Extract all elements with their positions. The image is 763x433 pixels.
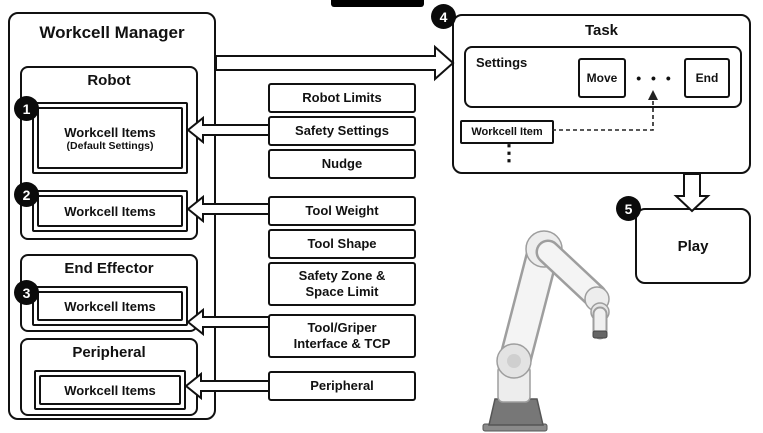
robot-base-plate	[482, 423, 548, 432]
play-panel: Play	[635, 208, 751, 284]
step-badge-5: 5	[616, 196, 641, 221]
peripheral-settings-box: Peripheral	[268, 371, 416, 401]
arrow-task-to-play	[673, 173, 711, 213]
end-effector-section-title: End Effector	[64, 260, 154, 277]
robot-arm-illustration	[482, 230, 610, 432]
robot-lower-link-outline	[498, 235, 560, 377]
robot-wrist-joint	[584, 286, 610, 312]
tool-shape-box: Tool Shape	[268, 229, 416, 259]
settings-label: Settings	[476, 55, 528, 70]
task-ellipsis-dots: • • •	[636, 70, 674, 86]
workcell-manager-title: Workcell Manager	[39, 23, 185, 42]
default-settings-label: (Default Settings)	[66, 139, 154, 152]
step-badge-4: 4	[431, 4, 456, 29]
nudge-box: Nudge	[268, 149, 416, 179]
end-effector-workcell-items-inner: Workcell Items	[37, 291, 183, 321]
safety-settings-box: Safety Settings	[268, 116, 416, 146]
workcell-items-label: Workcell Items	[64, 203, 156, 219]
robot-elbow-joint	[525, 230, 563, 268]
end-effector-section: End Effector 3 Workcell Items	[14, 254, 198, 332]
peripheral-workcell-items-box: Workcell Items	[34, 370, 186, 410]
robot-lower-link	[501, 238, 557, 374]
robot-limits-box: Robot Limits	[268, 83, 416, 113]
more-items-dots: ⋮	[498, 140, 520, 165]
task-panel: Task Settings Move • • • End Workcell It…	[452, 14, 751, 174]
robot-shoulder-joint	[496, 343, 532, 379]
end-block: End	[684, 58, 730, 98]
step-badge-1: 1	[14, 96, 39, 121]
robot-forearm-outline	[535, 239, 608, 309]
workcell-items-label: Workcell Items	[64, 382, 156, 398]
peripheral-section-title: Peripheral	[72, 344, 146, 361]
end-effector-workcell-items-box: Workcell Items	[32, 286, 188, 326]
workcell-items-label: Workcell Items	[64, 298, 156, 314]
robot-workcell-items-box: Workcell Items	[32, 190, 188, 232]
workcell-items-label: Workcell Items	[64, 124, 156, 140]
robot-section-title: Robot	[87, 72, 131, 89]
robot-elbow-cap	[537, 242, 551, 256]
robot-end-effector-tip	[592, 330, 608, 339]
robot-wrist-joint-2	[590, 302, 610, 322]
robot-base-column	[497, 365, 531, 403]
robot-forearm	[538, 242, 605, 306]
robot-shoulder-cap	[507, 354, 521, 368]
arrow-workcell-to-task	[215, 44, 455, 82]
task-title: Task	[584, 22, 619, 39]
tool-weight-box: Tool Weight	[268, 196, 416, 226]
robot-section: Robot 1 Workcell Items (Default Settings…	[14, 66, 198, 240]
robot-default-workcell-items-box: Workcell Items (Default Settings)	[32, 102, 188, 174]
robot-base	[488, 398, 544, 426]
safety-zone-box: Safety Zone & Space Limit	[268, 262, 416, 306]
step-badge-3: 3	[14, 280, 39, 305]
move-block: Move	[578, 58, 626, 98]
workcell-item-chip: Workcell Item	[460, 120, 554, 144]
peripheral-workcell-items-inner: Workcell Items	[39, 375, 181, 405]
tool-griper-box: Tool/Griper Interface & TCP	[268, 314, 416, 358]
step-badge-2: 2	[14, 182, 39, 207]
workcell-manager-panel: Workcell Manager Robot 1 Workcell Items …	[8, 12, 216, 420]
top-crop-bar	[331, 0, 424, 7]
peripheral-section: Peripheral Workcell Items	[20, 338, 198, 416]
robot-default-workcell-items-inner: Workcell Items (Default Settings)	[37, 107, 183, 169]
robot-workcell-items-inner: Workcell Items	[37, 195, 183, 227]
